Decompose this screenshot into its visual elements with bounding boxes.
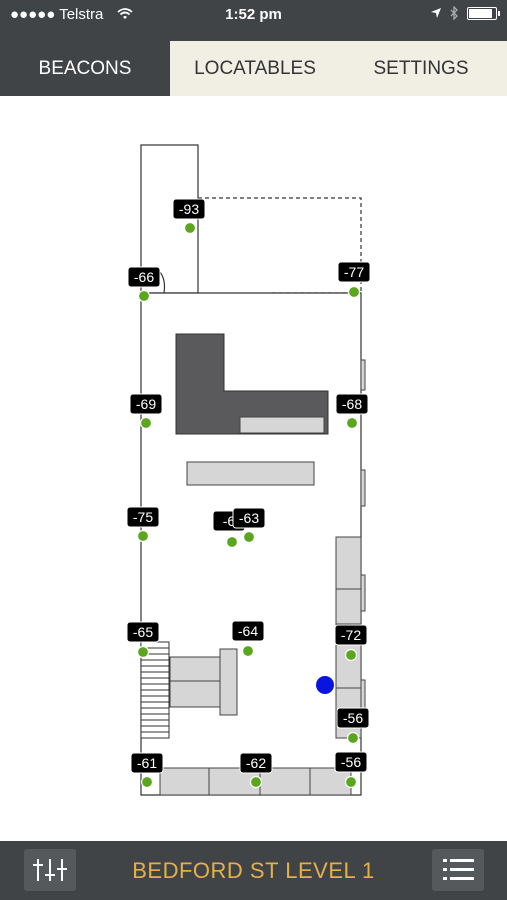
beacon-signal-badge[interactable]: -61 [130,752,164,774]
beacon-dot[interactable] [136,529,150,543]
beacon-signal-label: -64 [238,623,258,639]
location-arrow-icon [431,8,441,18]
beacon-dot[interactable] [242,530,256,544]
beacon-signal-badge[interactable]: -64 [231,620,265,642]
list-icon [443,859,474,880]
beacon-signal-label: -93 [179,201,199,217]
beacon-signal-badge[interactable]: -69 [129,393,163,415]
floor-map[interactable]: -93 -66 -77 -69 -68 -75 -6-63 -65 -64 -72 -56 -61 -6… [0,96,507,841]
beacon-dot[interactable] [136,645,150,659]
beacon-dot[interactable] [140,775,154,789]
filter-button[interactable] [24,849,76,891]
wifi-icon [117,8,133,19]
beacon-dot[interactable] [344,775,358,789]
beacon-signal-badge[interactable]: -72 [334,624,368,646]
beacon-signal-badge[interactable]: -66 [127,266,161,288]
tab-bar: BEACONS LOCATABLES SETTINGS [0,30,507,96]
beacon-signal-label: -61 [137,755,157,771]
tab-locatables[interactable]: LOCATABLES [194,58,316,79]
beacon-dot[interactable] [183,221,197,235]
beacon-signal-label: -77 [344,264,364,280]
tab-settings[interactable]: SETTINGS [373,58,469,79]
status-bar: ●●●●● Telstra 1:52 pm [0,0,507,30]
user-location-dot [316,676,334,694]
tab-beacons[interactable]: BEACONS [38,58,132,79]
beacon-dot[interactable] [346,731,360,745]
beacon-signal-badge[interactable]: -63 [232,507,266,529]
beacon-signal-badge[interactable]: -75 [126,506,160,528]
beacon-signal-badge[interactable]: -93 [172,198,206,220]
list-button[interactable] [432,849,484,891]
beacon-signal-label: -65 [133,624,153,640]
beacon-dot[interactable] [344,648,358,662]
beacon-dot[interactable] [139,416,153,430]
tab-bar-background [170,41,507,96]
beacon-dot[interactable] [249,775,263,789]
beacon-dot[interactable] [241,644,255,658]
carrier-label: ●●●●● Telstra [10,6,104,23]
sliders-icon [33,859,67,881]
beacon-signal-badge[interactable]: -62 [239,752,273,774]
beacon-signal-label: -68 [342,396,362,412]
beacon-signal-label: -63 [239,510,259,526]
beacon-signal-badge[interactable]: -56 [334,751,368,773]
beacon-signal-label: -56 [341,754,361,770]
beacon-signal-label: -72 [341,627,361,643]
beacon-signal-label: -69 [136,396,156,412]
beacon-signal-label: -62 [246,755,266,771]
bluetooth-icon [450,6,458,20]
clock: 1:52 pm [225,6,282,23]
beacon-dot[interactable] [225,535,239,549]
beacon-signal-label: -75 [133,509,153,525]
beacon-signal-badge[interactable]: -65 [126,621,160,643]
battery-icon [467,6,500,20]
beacon-signal-label: -56 [343,710,363,726]
beacon-dot[interactable] [345,416,359,430]
status-icons [430,6,500,20]
beacon-dot[interactable] [347,285,361,299]
beacon-signal-label: -6 [223,513,236,529]
beacon-signal-badge[interactable]: -56 [336,707,370,729]
beacon-dot[interactable] [137,289,151,303]
bottom-bar: BEDFORD ST LEVEL 1 [0,841,507,900]
beacon-signal-label: -66 [134,269,154,285]
beacon-signal-badge[interactable]: -68 [335,393,369,415]
beacon-signal-badge[interactable]: -77 [337,261,371,283]
floor-label[interactable]: BEDFORD ST LEVEL 1 [132,858,375,883]
